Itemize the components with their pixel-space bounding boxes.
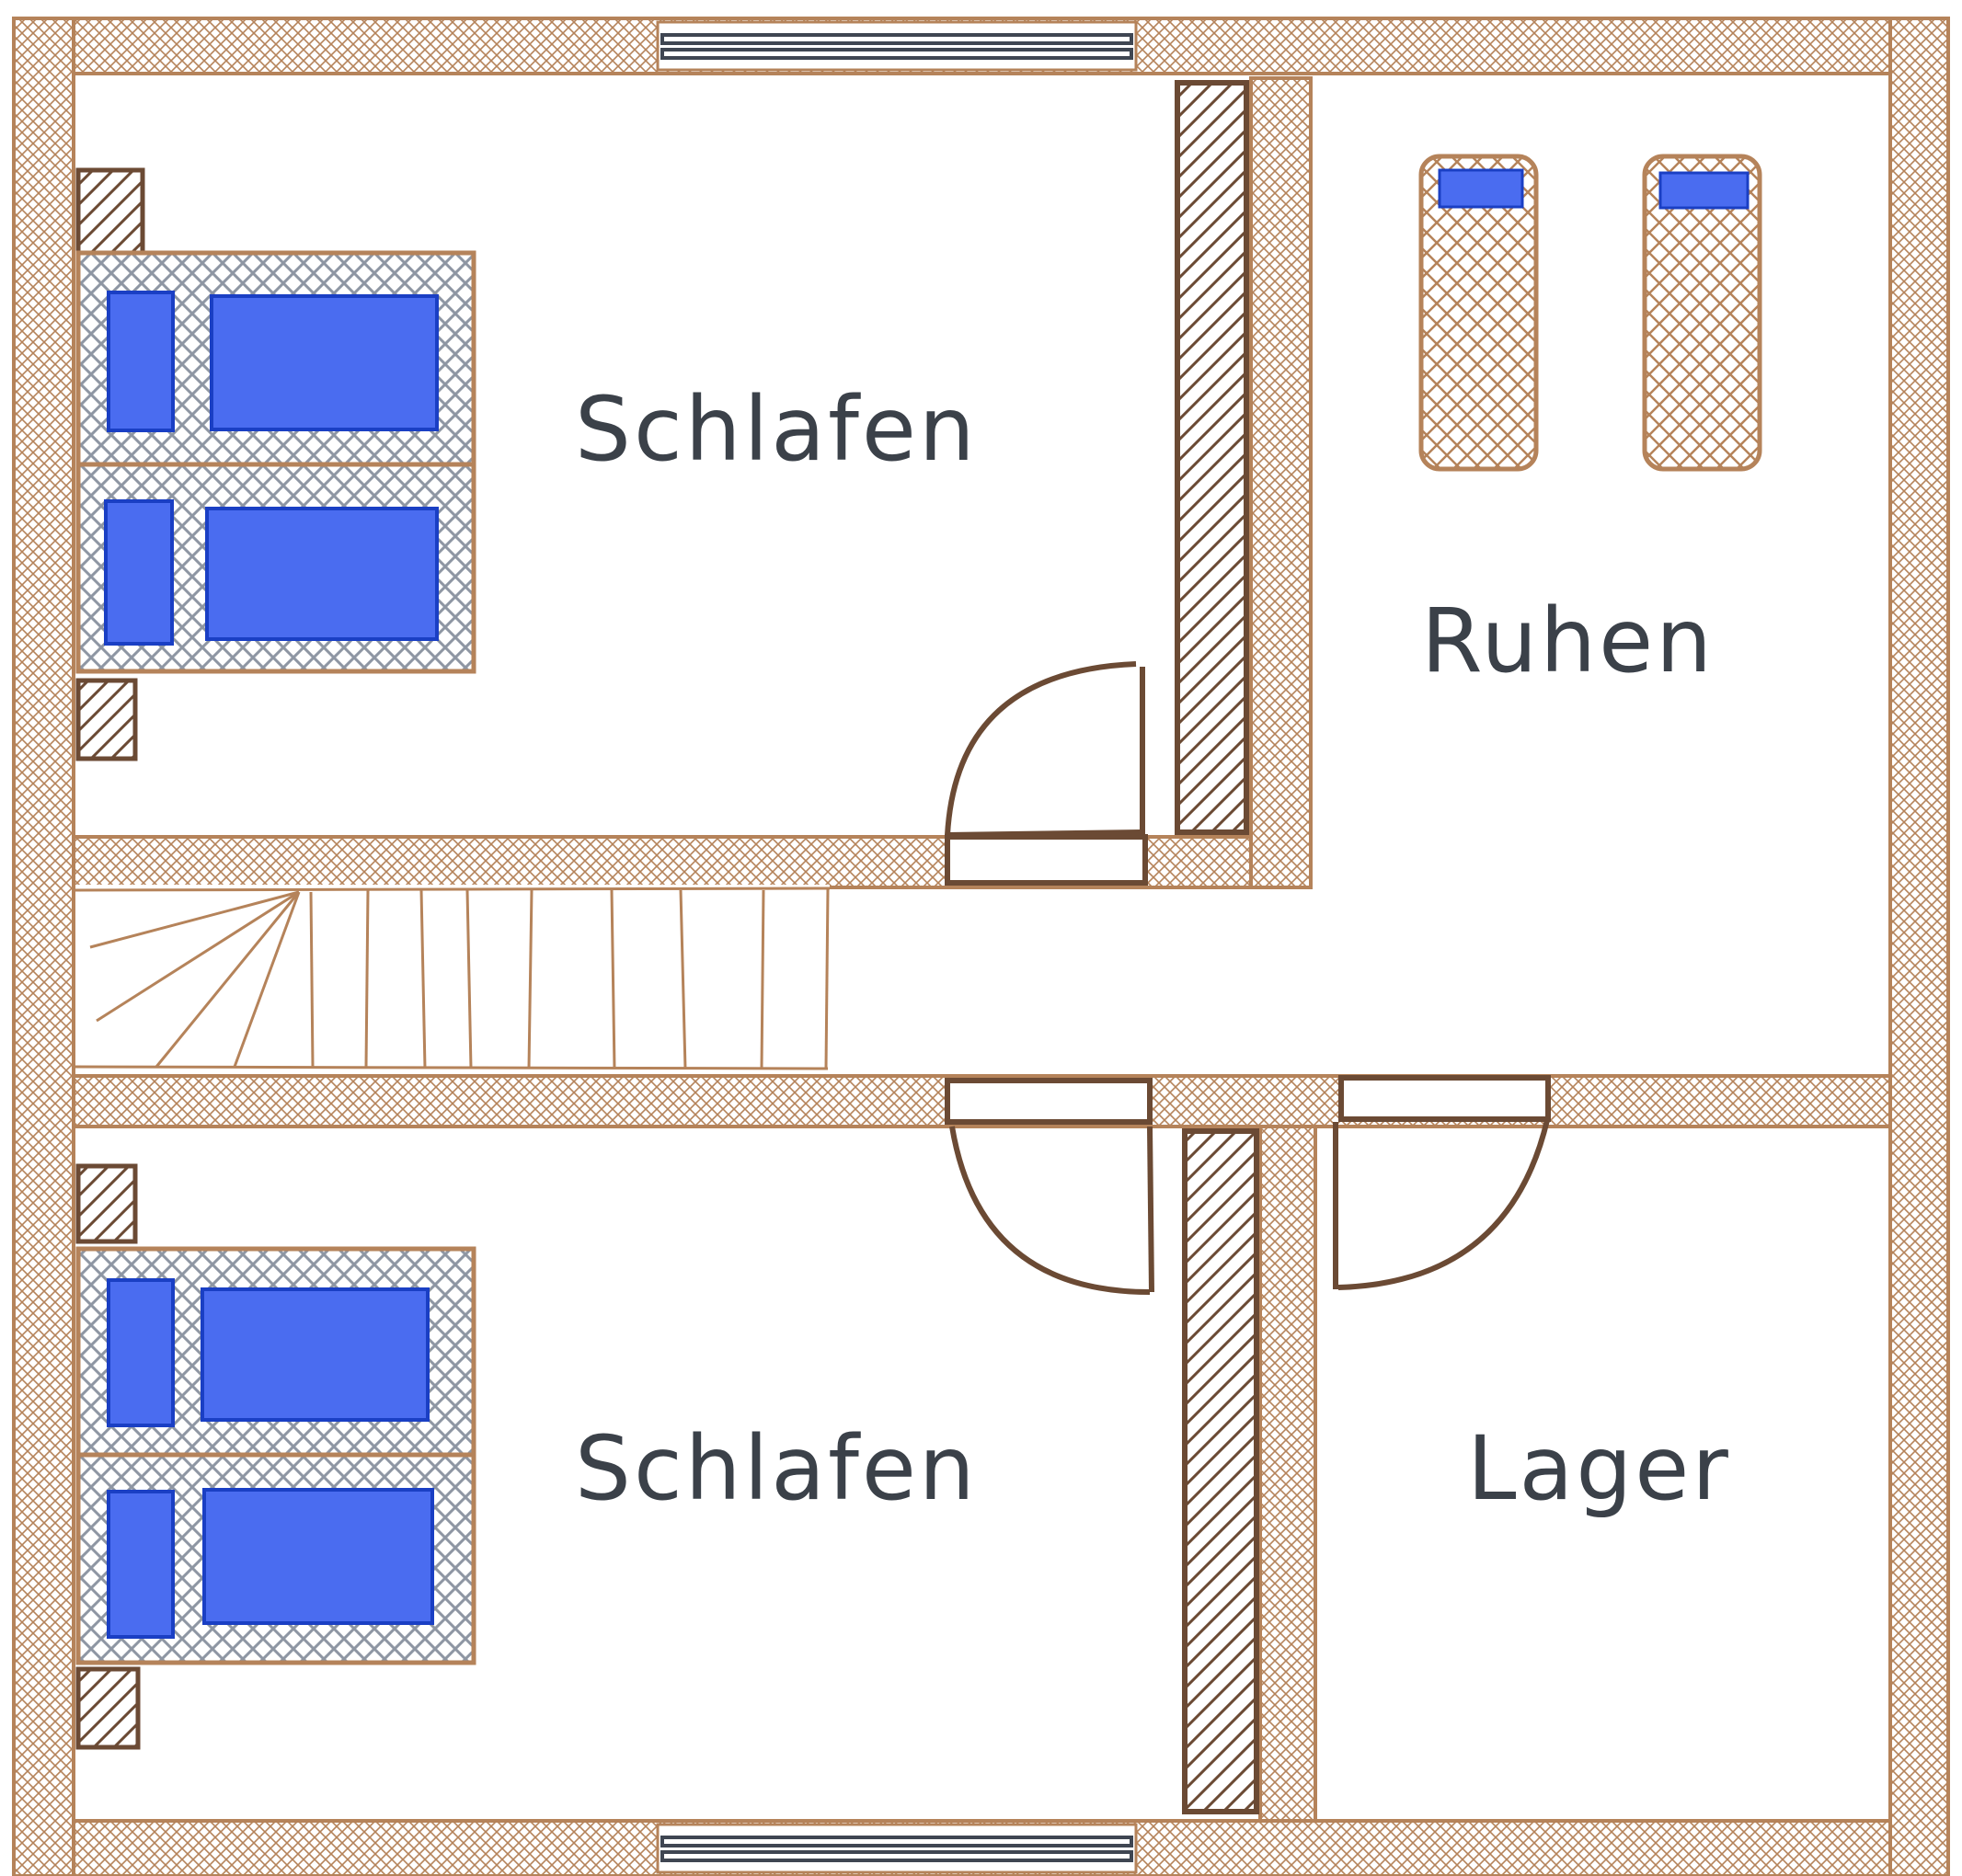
door-lager <box>1333 1075 1551 1290</box>
nightstand-bottom-1 <box>75 1163 138 1244</box>
room-label-schlafen-top: Schlafen <box>575 378 978 481</box>
outer-wall-right <box>1888 17 1950 1876</box>
pillow-top-1 <box>107 291 175 432</box>
bed-group-top <box>75 167 476 761</box>
room-label-schlafen-bottom: Schlafen <box>575 1417 978 1520</box>
nightstand-top-2 <box>75 678 138 761</box>
nightstand-bottom-2 <box>75 1666 141 1750</box>
wardrobe-lower <box>1182 1128 1259 1814</box>
lounger-1-pillow <box>1438 168 1524 209</box>
outer-wall-left <box>12 17 75 1876</box>
lounger-2-pillow <box>1658 171 1750 210</box>
blanket-top-1 <box>210 294 439 431</box>
room-label-ruhen: Ruhen <box>1421 589 1715 692</box>
lounger-1 <box>1418 154 1539 472</box>
nightstand-top-1 <box>75 167 145 256</box>
room-label-lager: Lager <box>1467 1417 1731 1520</box>
bed-group-bottom <box>75 1163 476 1750</box>
pillow-bottom-2 <box>107 1490 175 1639</box>
blanket-bottom-1 <box>201 1287 430 1422</box>
staircase <box>75 885 831 1073</box>
window-top <box>656 20 1138 72</box>
blanket-top-2 <box>205 507 439 641</box>
inner-wall-upper-vertical <box>1249 76 1313 889</box>
lounger-2 <box>1642 154 1762 472</box>
inner-wall-lower-vertical <box>1258 1125 1317 1823</box>
door-schlafen-top <box>945 661 1148 886</box>
blanket-bottom-2 <box>202 1488 434 1625</box>
pillow-bottom-1 <box>107 1278 175 1427</box>
door-schlafen-bottom <box>945 1078 1154 1295</box>
pillow-top-2 <box>104 499 174 646</box>
window-bottom <box>656 1823 1138 1874</box>
wardrobe-upper <box>1175 80 1249 835</box>
